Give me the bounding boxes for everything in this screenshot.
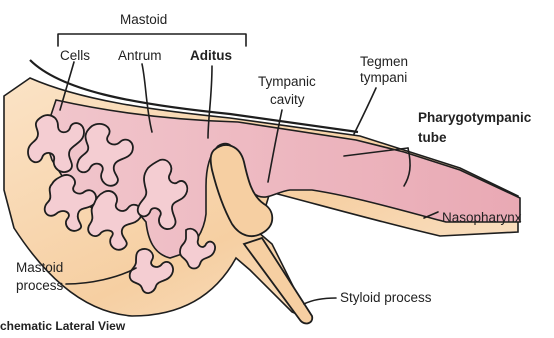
- antrum-label: Antrum: [118, 48, 162, 63]
- pharyngo-label-2: tube: [418, 130, 447, 145]
- cells-label: Cells: [60, 48, 90, 63]
- styloid-process-shape: [244, 238, 312, 323]
- tegmen-label-1: Tegmen: [360, 54, 408, 69]
- tegmen-leader: [354, 88, 376, 134]
- mastoid-label: Mastoid: [120, 12, 167, 27]
- pharyngo-label-1: Pharygotympanic: [418, 110, 532, 125]
- tympanic-cavity-label-1: Tympanic: [258, 74, 316, 89]
- tegmen-label-2: tympani: [360, 70, 407, 85]
- styloid-process-leader: [304, 298, 336, 304]
- nasopharynx-label: Nasopharynx: [442, 210, 522, 225]
- footer-caption: Schematic Lateral View: [0, 319, 126, 333]
- tympanic-cavity-label-2: cavity: [270, 92, 305, 107]
- styloid-process-label: Styloid process: [340, 290, 432, 305]
- aditus-label: Aditus: [190, 48, 232, 63]
- mastoid-process-label-2: process: [16, 278, 64, 293]
- mastoid-bracket: [58, 34, 246, 46]
- mastoid-process-label-1: Mastoid: [16, 260, 63, 275]
